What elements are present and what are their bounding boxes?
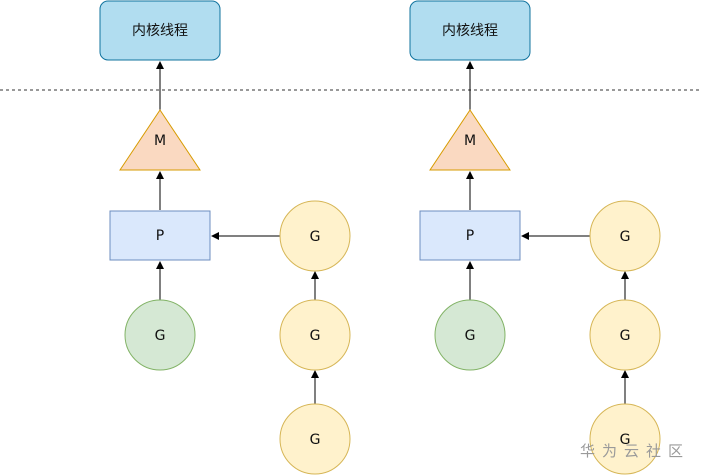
machine-label: M [464,133,476,149]
machine-triangle [429,109,511,171]
queued-goroutine-circle [589,200,661,272]
queued-goroutine-label: G [310,328,321,344]
queued-goroutine-label: G [620,328,631,344]
queued-goroutine-circle [589,403,661,475]
scheduler-group-2: 内核线程 M P G G G G [409,0,661,475]
queued-goroutine-circle [589,299,661,371]
watermark-text: 华为云社区 [580,442,690,460]
running-goroutine-label: G [465,328,476,344]
kernel-thread-label: 内核线程 [442,23,498,39]
processor-box [419,210,521,261]
scheduler-group-1: 内核线程 M P G G G G [99,0,351,475]
queued-goroutine-label: G [310,432,321,448]
running-goroutine-circle [434,299,506,371]
queued-goroutine-circle [279,403,351,475]
queued-goroutine-circle [279,200,351,272]
processor-label: P [466,228,474,244]
queued-goroutine-circle [279,299,351,371]
processor-label: P [156,228,164,244]
machine-triangle [119,109,201,171]
queued-goroutine-label: G [620,432,631,448]
kernel-thread-box [409,0,531,61]
processor-box [109,210,211,261]
queued-goroutine-label: G [620,229,631,245]
running-goroutine-label: G [155,328,166,344]
queued-goroutine-label: G [310,229,321,245]
machine-label: M [154,133,166,149]
kernel-thread-box [99,0,221,61]
running-goroutine-circle [124,299,196,371]
kernel-thread-label: 内核线程 [132,23,188,39]
